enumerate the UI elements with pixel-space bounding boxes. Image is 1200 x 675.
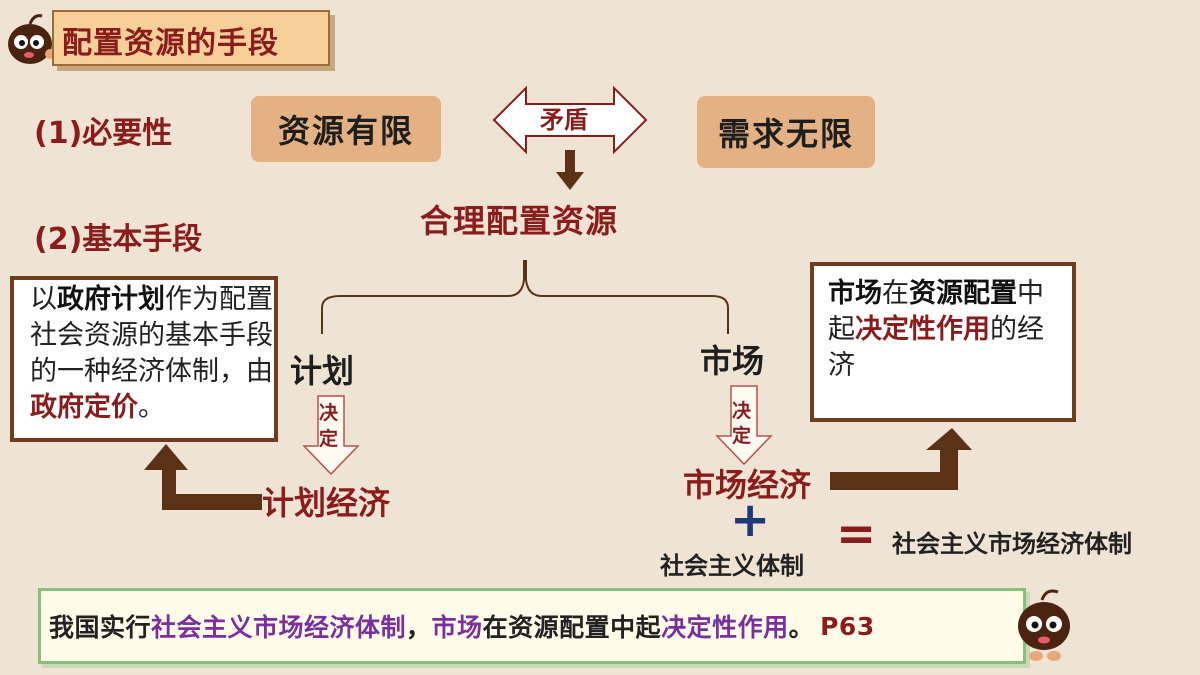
mascot-bottom-icon — [1018, 589, 1070, 661]
section2-label: (2)基本手段 — [34, 222, 203, 257]
demand-unlimited-pill: 需求无限 — [697, 96, 875, 168]
down-arrow-icon — [556, 150, 584, 190]
market-decide-arrow — [715, 385, 773, 466]
plan-definition-box: 以政府计划作为配置社会资源的基本手段的一种经济体制，由政府定价。 — [10, 276, 278, 442]
plan-box-part-0: 以 — [30, 284, 57, 315]
market-box-decisive: 决定性作用 — [855, 314, 990, 345]
plan-box-government-price: 政府定价 — [30, 392, 138, 423]
summary-page-ref: P63 — [820, 611, 875, 641]
market-box-market: 市场 — [828, 278, 882, 309]
rational-allocation-label: 合理配置资源 — [420, 202, 619, 240]
plan-decide-char1: 决 — [319, 402, 339, 424]
conflict-double-arrow — [492, 85, 648, 155]
summary-part-6: 。 — [788, 613, 815, 642]
plan-label: 计划 — [290, 352, 355, 390]
summary-part-0: 我国实行 — [49, 613, 152, 642]
resource-limited-pill: 资源有限 — [251, 96, 441, 162]
plan-decide-char2: 定 — [319, 428, 339, 450]
market-box-part-3: 中起 — [828, 278, 1044, 345]
summary-system: 社会主义市场经济体制 — [151, 613, 407, 642]
summary-part-2: ， — [406, 613, 432, 642]
plan-decide-arrow — [302, 395, 360, 476]
summary-decisive: 决定性作用 — [661, 613, 789, 642]
summary-part-4: 在资源配置中起 — [482, 613, 662, 642]
page-title: 配置资源的手段 — [62, 26, 279, 61]
plus-sign: + — [730, 492, 771, 548]
branch-brace — [321, 260, 729, 334]
market-label: 市场 — [700, 342, 765, 380]
resource-limited-text: 资源有限 — [277, 112, 414, 150]
market-decide-char2: 定 — [732, 425, 752, 447]
market-economy-label: 市场经济 — [683, 466, 812, 504]
plan-box-government-plan: 政府计划 — [57, 284, 165, 315]
market-box-part-1: 在 — [882, 278, 909, 309]
demand-unlimited-text: 需求无限 — [717, 115, 854, 153]
market-box-part-5: 的经济 — [828, 314, 1044, 381]
plan-economy-label: 计划经济 — [262, 484, 391, 522]
market-definition-box: 市场在资源配置中起决定性作用的经济 — [810, 262, 1076, 422]
plan-box-part-4: 。 — [138, 392, 165, 423]
section1-label: (1)必要性 — [34, 116, 173, 151]
equals-sign: = — [836, 506, 877, 562]
plan-box-part-2: 作为配置社会资源的基本手段的一种经济体制，由 — [30, 284, 273, 387]
market-box-allocation: 资源配置 — [909, 278, 1017, 309]
title-box: 配置资源的手段 — [52, 10, 330, 66]
mascot-icon — [8, 14, 55, 64]
summary-bar: 我国实行社会主义市场经济体制，市场在资源配置中起决定性作用。P63 — [38, 588, 1026, 664]
socialist-system-label: 社会主义体制 — [660, 552, 804, 580]
plan-return-arrow — [144, 444, 262, 510]
conflict-label: 矛盾 — [540, 106, 588, 134]
socialist-market-system-label: 社会主义市场经济体制 — [892, 530, 1132, 558]
summary-market: 市场 — [431, 613, 483, 642]
market-decide-char1: 决 — [732, 400, 752, 422]
market-return-arrow — [830, 428, 972, 490]
